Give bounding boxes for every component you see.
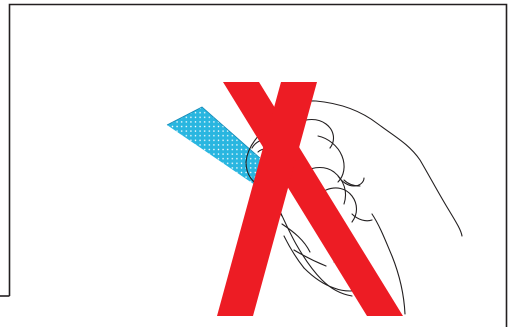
illustration-canvas — [0, 0, 511, 327]
prohibition-illustration — [0, 0, 511, 327]
